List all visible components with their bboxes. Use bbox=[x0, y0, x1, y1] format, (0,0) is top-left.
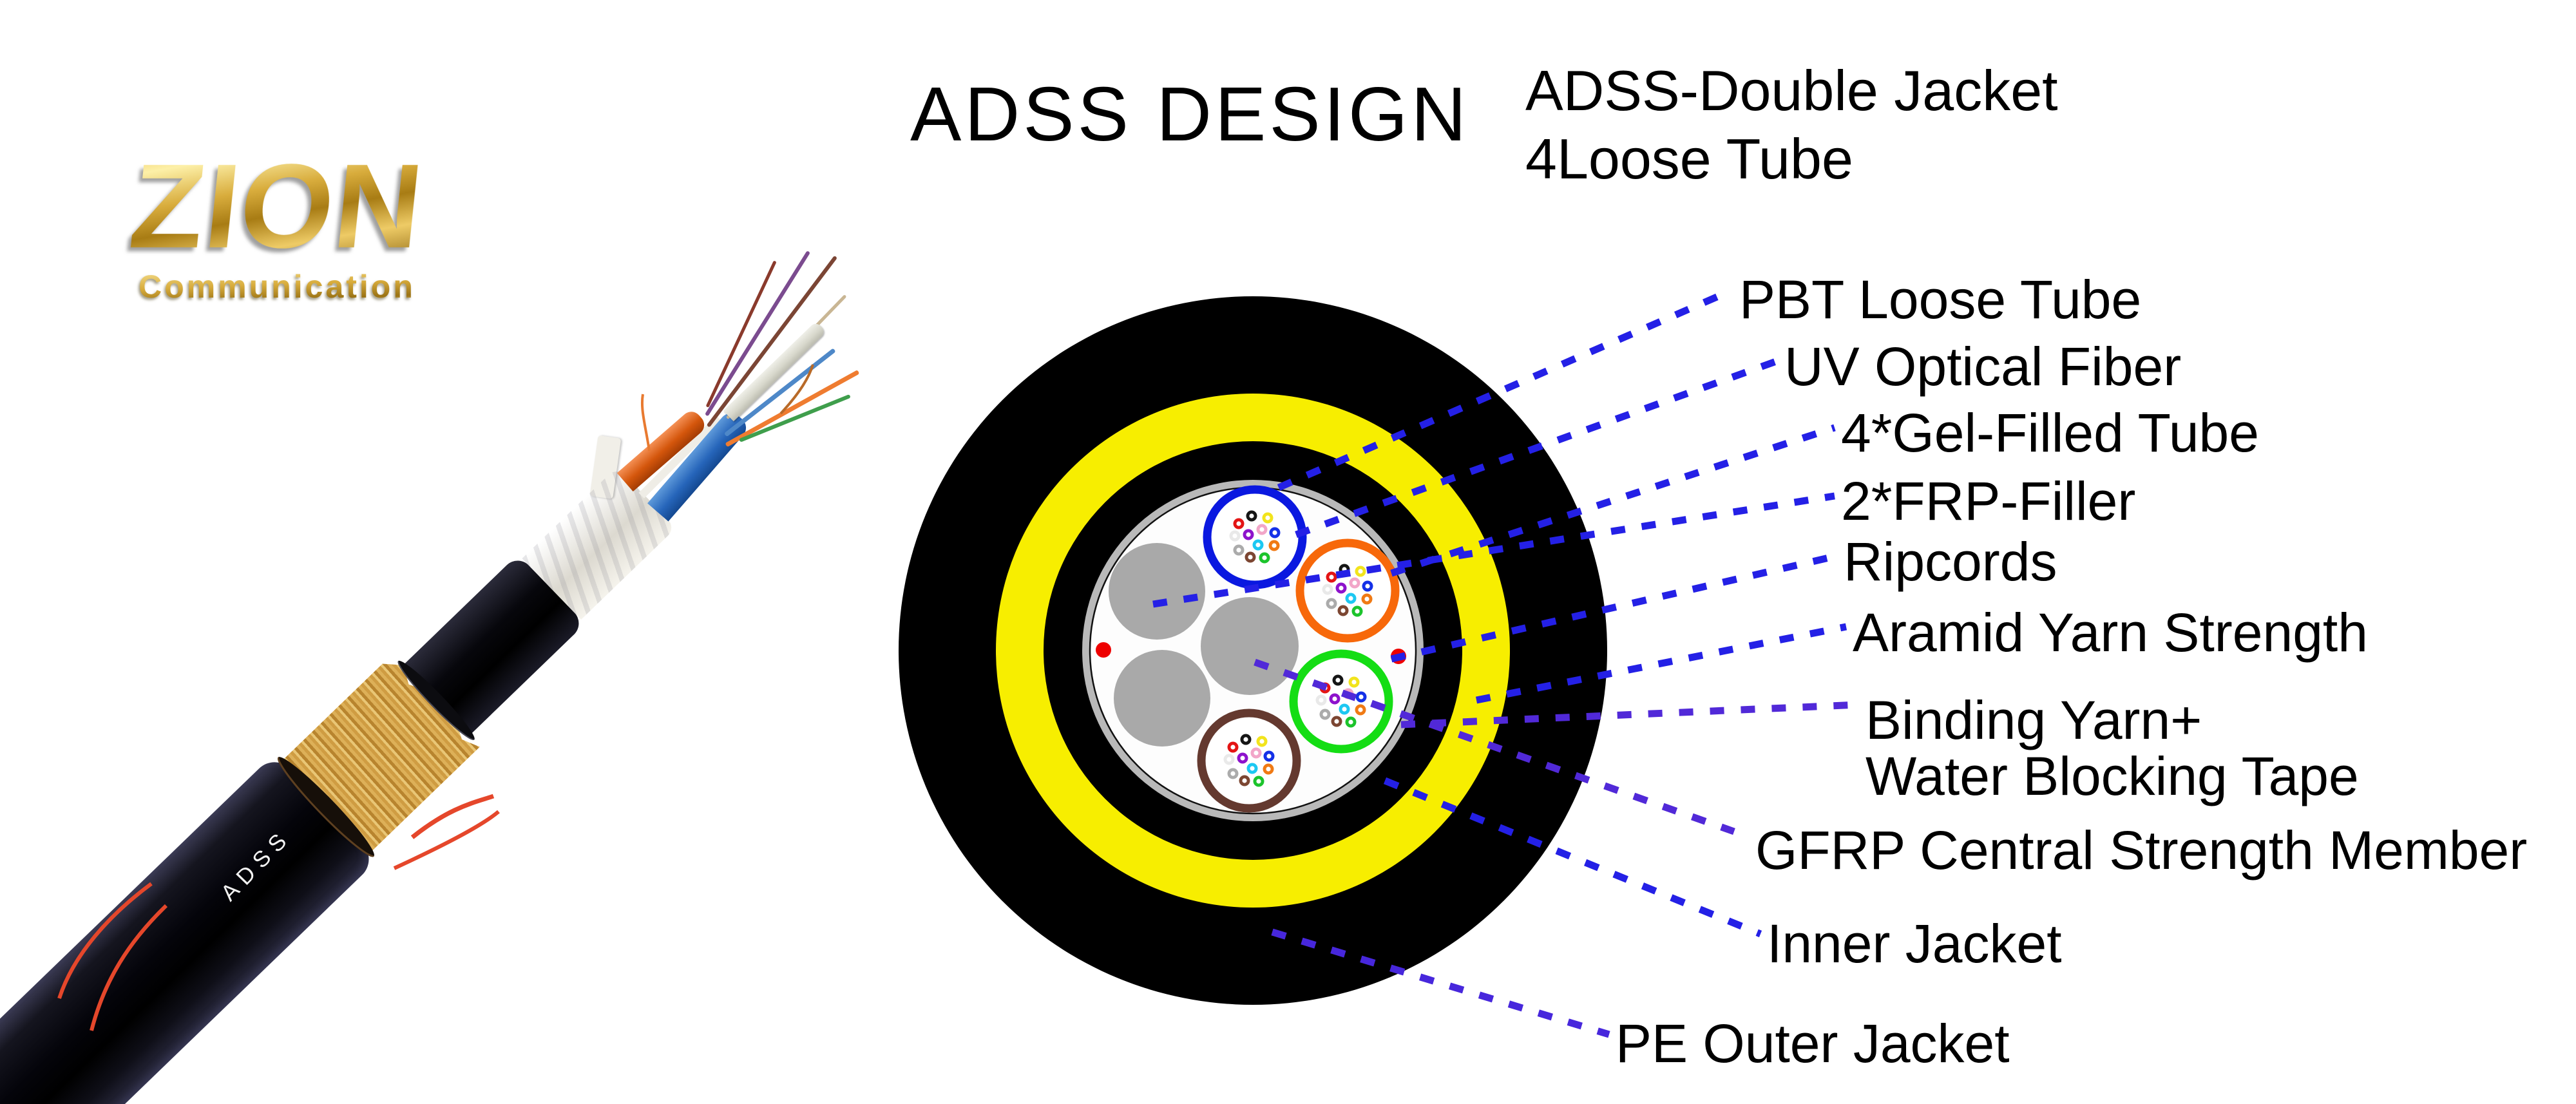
fiber-core-brown-5 bbox=[1240, 756, 1245, 761]
fiber-core-orange-4 bbox=[1352, 580, 1357, 585]
loose-tube-brown bbox=[1197, 709, 1301, 813]
frp-filler-1 bbox=[1109, 543, 1205, 640]
fiber-core-green-12 bbox=[1348, 719, 1353, 725]
ripcord-wire-left-2 bbox=[90, 904, 168, 1031]
label-inner-jacket: Inner Jacket bbox=[1767, 913, 2062, 974]
leader-line-inner-jacket bbox=[1383, 777, 1762, 938]
fiber-core-orange-3 bbox=[1329, 575, 1334, 580]
fiber-wisp-2 bbox=[779, 364, 814, 415]
label-pbt-loose-tube: PBT Loose Tube bbox=[1739, 269, 2142, 330]
loose-tube-green bbox=[1289, 649, 1393, 754]
label-gfrp-central-member: GFRP Central Strength Member bbox=[1755, 820, 2528, 880]
fiber-core-orange-7 bbox=[1325, 587, 1330, 592]
fiber-core-blue-6 bbox=[1272, 530, 1277, 535]
fiber-core-blue-5 bbox=[1246, 532, 1251, 537]
fiber-core-blue-8 bbox=[1255, 542, 1261, 547]
label-uv-optical-fiber: UV Optical Fiber bbox=[1784, 336, 2182, 397]
fiber-core-orange-11 bbox=[1340, 608, 1346, 613]
frp-filler-2 bbox=[1114, 650, 1210, 747]
brand-logo: ZION Communication bbox=[110, 140, 444, 303]
loose-tube-orange bbox=[1295, 538, 1400, 643]
gfrp-central-strength-member bbox=[1201, 597, 1299, 695]
fiber-core-green-5 bbox=[1332, 696, 1337, 701]
fiber-core-green-10 bbox=[1322, 712, 1328, 717]
fiber-core-orange-12 bbox=[1355, 609, 1360, 614]
label-gel-filled-tube: 4*Gel-Filled Tube bbox=[1841, 403, 2259, 463]
fiber-core-brown-2 bbox=[1259, 739, 1264, 744]
loose-tube-blue bbox=[1203, 485, 1307, 589]
label-aramid-yarn: Aramid Yarn Strength bbox=[1853, 602, 2368, 663]
ripcord-wire-right-1 bbox=[410, 794, 495, 839]
fiber-core-blue-4 bbox=[1259, 527, 1264, 532]
subtitle-line-1: ADSS-Double Jacket bbox=[1525, 59, 2058, 122]
fiber-wisp-1 bbox=[640, 394, 651, 452]
fiber-core-orange-10 bbox=[1329, 601, 1334, 606]
fiber-core-brown-8 bbox=[1250, 766, 1255, 771]
label-frp-filler: 2*FRP-Filler bbox=[1841, 471, 2136, 531]
leader-line-binding-yarn bbox=[1400, 701, 1860, 728]
leader-line-uv-optical-fiber bbox=[1295, 357, 1779, 538]
fiber-core-orange-9 bbox=[1364, 596, 1369, 602]
fiber-core-brown-10 bbox=[1230, 771, 1236, 776]
fiber-core-green-2 bbox=[1351, 680, 1357, 685]
fiber-core-orange-5 bbox=[1339, 585, 1344, 591]
fiber-core-blue-1 bbox=[1249, 513, 1254, 519]
fiber-core-green-11 bbox=[1334, 719, 1339, 724]
fiber-core-orange-6 bbox=[1365, 584, 1370, 589]
fiber-core-brown-7 bbox=[1226, 757, 1232, 762]
label-ripcords: Ripcords bbox=[1844, 531, 2057, 592]
fiber-core-orange-2 bbox=[1358, 569, 1363, 574]
fiber-core-brown-9 bbox=[1266, 766, 1271, 772]
ripcord-dot-1 bbox=[1096, 642, 1111, 658]
fiber-core-blue-3 bbox=[1236, 521, 1241, 526]
fiber-core-green-7 bbox=[1319, 698, 1324, 703]
fiber-core-blue-10 bbox=[1236, 547, 1241, 553]
page-subtitle: ADSS-Double Jacket 4Loose Tube bbox=[1525, 57, 2058, 193]
fiber-core-blue-12 bbox=[1262, 555, 1267, 560]
brand-logo-tagline: Communication bbox=[110, 271, 444, 303]
label-pe-outer-jacket: PE Outer Jacket bbox=[1616, 1013, 2010, 1074]
ripcord-wire-right-2 bbox=[393, 810, 500, 870]
fiber-core-green-9 bbox=[1358, 707, 1363, 712]
fiber-core-orange-8 bbox=[1348, 596, 1353, 601]
fiber-core-green-8 bbox=[1342, 707, 1347, 712]
ripcord-wire-left-1 bbox=[57, 882, 153, 999]
fiber-core-green-1 bbox=[1335, 678, 1340, 683]
fiber-core-brown-1 bbox=[1243, 737, 1248, 742]
leader-line-pbt-loose-tube bbox=[1277, 287, 1732, 491]
fiber-core-brown-3 bbox=[1230, 745, 1236, 750]
fiber-core-brown-4 bbox=[1254, 750, 1259, 756]
leader-line-aramid-yarn bbox=[1475, 623, 1847, 704]
leader-line-gfrp-central bbox=[1254, 658, 1735, 835]
label-binding-yarn: Binding Yarn+ bbox=[1865, 690, 2202, 750]
fiber-core-blue-11 bbox=[1248, 555, 1253, 560]
fiber-core-brown-12 bbox=[1256, 779, 1261, 784]
subtitle-line-2: 4Loose Tube bbox=[1525, 126, 1853, 191]
fiber-core-blue-2 bbox=[1265, 515, 1270, 520]
fiber-core-brown-11 bbox=[1242, 778, 1247, 783]
fiber-core-brown-6 bbox=[1266, 754, 1272, 759]
leader-line-frp-filler bbox=[1152, 492, 1835, 608]
label-water-blocking-tape: Water Blocking Tape bbox=[1865, 746, 2359, 806]
fiber-core-blue-7 bbox=[1232, 533, 1237, 538]
leader-line-ripcords bbox=[1390, 552, 1838, 663]
page-title: ADSS DESIGN bbox=[910, 71, 1470, 157]
fiber-core-blue-9 bbox=[1272, 543, 1277, 548]
fiber-core-green-6 bbox=[1359, 694, 1364, 700]
